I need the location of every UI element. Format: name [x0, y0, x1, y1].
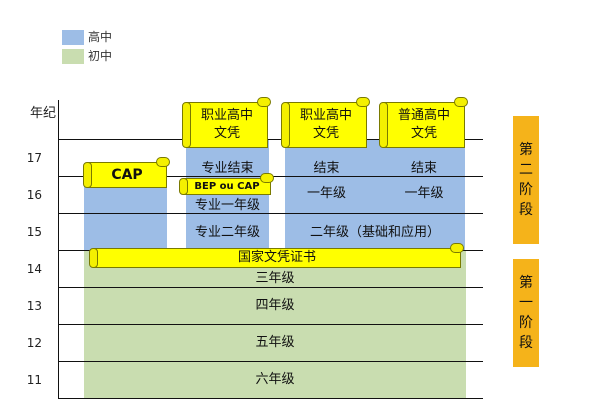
gridline-17: [58, 139, 483, 140]
cap-scroll: CAP: [83, 157, 170, 188]
gridline-11: [58, 361, 483, 362]
pro-row-second: 专业二年级: [194, 225, 260, 240]
junior-row-third: 三年级: [255, 271, 295, 286]
junior-row-sixth: 六年级: [255, 372, 295, 387]
pro-diploma-text: 职业高中文凭: [200, 108, 253, 141]
pro-row-first: 专业一年级: [194, 198, 260, 213]
legend-swatch-junior-high: [62, 49, 84, 64]
stage-one-bar: 第一阶段: [513, 259, 539, 367]
stage-two-label: 第二阶段: [519, 142, 533, 218]
cap-label: CAP: [111, 167, 143, 183]
national-certificate-banner: 国家文凭证书: [89, 243, 464, 268]
bep-cap-scroll: BEP ou CAP: [179, 173, 274, 195]
gen-row-first: 一年级: [404, 186, 444, 201]
tick-11: 11: [26, 373, 42, 387]
stage-two-bar: 第二阶段: [513, 116, 539, 244]
legend-label-senior-high: 高中: [88, 30, 113, 44]
tech-diploma-text: 职业高中文凭: [299, 108, 352, 141]
gen-diploma-scroll: 普通高中文凭: [379, 97, 468, 148]
bep-cap-label: BEP ou CAP: [194, 181, 260, 192]
pro-row-final: 专业结束: [201, 161, 254, 176]
pro-diploma-scroll: 职业高中文凭: [182, 97, 271, 148]
tick-12: 12: [26, 336, 42, 350]
gridline-12: [58, 324, 483, 325]
tick-14: 14: [26, 262, 42, 276]
legend-label-junior-high: 初中: [88, 49, 113, 63]
gridline-15: [58, 213, 483, 214]
junior-row-fourth: 四年级: [255, 298, 295, 313]
tick-16: 16: [26, 188, 42, 202]
gen-row-final: 结束: [410, 161, 437, 176]
pro-column-block: [186, 140, 269, 250]
y-axis: [58, 100, 59, 398]
gridline-13: [58, 287, 483, 288]
stage-one-label: 第一阶段: [519, 275, 533, 351]
shared-second-year-row: 二年级（基础和应用）: [309, 225, 440, 240]
tick-15: 15: [26, 225, 42, 239]
gen-diploma-text: 普通高中文凭: [397, 108, 450, 141]
tick-17: 17: [26, 151, 42, 165]
tick-13: 13: [26, 299, 42, 313]
axis-title: 年纪: [30, 106, 57, 121]
legend-swatch-senior-high: [62, 30, 84, 45]
tech-row-first: 一年级: [306, 186, 346, 201]
national-certificate-label: 国家文凭证书: [237, 250, 316, 265]
x-axis: [58, 398, 483, 399]
tech-row-final: 结束: [313, 161, 340, 176]
tech-general-block: [285, 140, 465, 250]
tech-diploma-scroll: 职业高中文凭: [281, 97, 370, 148]
junior-row-fifth: 五年级: [255, 335, 295, 350]
